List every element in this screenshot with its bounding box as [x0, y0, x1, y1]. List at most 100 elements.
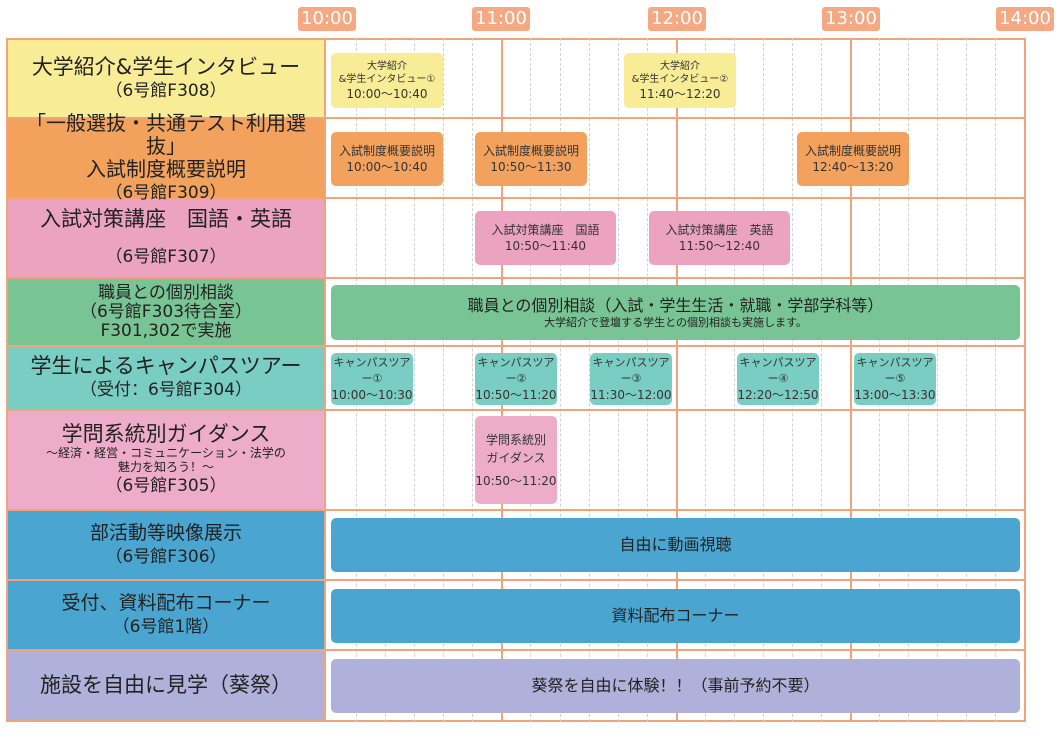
event-prep-japanese[interactable]: 入試対策講座 国語 10:50～11:40 — [475, 211, 616, 265]
event-exam-1[interactable]: 入試制度概要説明 10:00～10:40 — [331, 132, 443, 186]
row-label-guidance: 学問系統別ガイダンス ～経済・経営・コミュニケーション・法学の 魅力を知ろう！～… — [8, 410, 324, 510]
event-exam-3[interactable]: 入試制度概要説明 12:40～13:20 — [797, 132, 909, 186]
event-festival[interactable]: 葵祭を自由に体験！！（事前予約不要） — [331, 659, 1020, 713]
event-tour-5[interactable]: キャンパスツアー⑤ 13:00～13:30 — [854, 353, 936, 405]
event-time: 10:00～10:40 — [346, 86, 428, 101]
event-tour-4[interactable]: キャンパスツアー④ 12:20～12:50 — [737, 353, 819, 405]
event-title: 職員との個別相談（入試・学生生活・就職・学部学科等） — [467, 295, 884, 315]
event-prep-english[interactable]: 入試対策講座 英語 11:50～12:40 — [649, 211, 790, 265]
event-tour-1[interactable]: キャンパスツアー① 10:00～10:30 — [331, 353, 413, 405]
time-tick-10: 10:00 — [298, 7, 356, 31]
row-bg-guidance — [8, 410, 324, 510]
row-label-video: 部活動等映像展示 （6号館F306） — [8, 510, 324, 580]
event-tour-2[interactable]: キャンパスツアー② 10:50～11:20 — [475, 353, 557, 405]
event-title: キャンパスツアー⑤ — [856, 356, 934, 385]
row-label-prep: 入試対策講座 国語・英語 （6号館F307） — [8, 198, 324, 278]
event-time: 11:30～12:00 — [590, 388, 672, 402]
row-title: 大学紹介&学生インタビュー — [31, 55, 301, 79]
row-title: 受付、資料配布コーナー — [61, 592, 271, 614]
row-title: 入試対策講座 国語・英語 — [40, 207, 292, 231]
event-intro-1[interactable]: 大学紹介 &学生インタビュー① 10:00～10:40 — [331, 53, 443, 108]
minor-gridline — [414, 38, 415, 722]
event-title: 入試制度概要説明 — [804, 144, 901, 158]
minor-gridline — [560, 38, 561, 722]
row-room: （6号館1階） — [112, 617, 220, 637]
time-tick-12: 12:00 — [648, 7, 706, 31]
event-title: 学問系統別 ガイダンス — [485, 433, 546, 465]
minor-gridline — [821, 38, 822, 722]
event-title: 資料配布コーナー — [611, 606, 740, 625]
row-room: （6号館F306） — [105, 547, 227, 567]
row-bg-video — [8, 510, 324, 580]
row-room: （受付：6号館F304） — [79, 380, 253, 400]
event-tour-3[interactable]: キャンパスツアー③ 11:30～12:00 — [590, 353, 672, 405]
event-time: 11:50～12:40 — [678, 239, 761, 253]
event-title: 大学紹介 &学生インタビュー② — [631, 60, 729, 85]
row-subtitle: ～経済・経営・コミュニケーション・法学の 魅力を知ろう！～ — [46, 446, 286, 474]
event-video[interactable]: 自由に動画視聴 — [331, 518, 1020, 572]
minor-gridline — [589, 38, 590, 722]
row-bg-intro — [8, 40, 324, 118]
event-title: 入試制度概要説明 — [482, 144, 579, 158]
event-exam-2[interactable]: 入試制度概要説明 10:50～11:30 — [475, 132, 587, 186]
minor-gridline — [966, 38, 967, 722]
event-title: 自由に動画視聴 — [619, 535, 732, 554]
event-title: キャンパスツアー④ — [739, 356, 817, 385]
event-time: 10:50～11:40 — [504, 239, 587, 253]
row-title: 職員との個別相談 （6号館F303待合室） F301,302で実施 — [79, 282, 253, 341]
event-time: 10:00～10:30 — [331, 388, 413, 402]
row-label-festival: 施設を自由に見学（葵祭） — [8, 650, 324, 720]
event-consultation[interactable]: 職員との個別相談（入試・学生生活・就職・学部学科等） 大学紹介で登壇する学生との… — [331, 285, 1020, 340]
row-separator — [6, 197, 1026, 199]
row-bg-prep — [8, 198, 324, 278]
event-time: 11:40～12:20 — [639, 86, 721, 101]
row-label-tour: 学生によるキャンパスツアー （受付：6号館F304） — [8, 346, 324, 410]
event-guidance[interactable]: 学問系統別 ガイダンス 10:50～11:20 — [475, 416, 557, 504]
minor-gridline — [472, 38, 473, 722]
minor-gridline — [995, 38, 996, 722]
row-separator — [6, 117, 1026, 119]
event-time: 10:50～11:20 — [475, 388, 557, 402]
row-room: （6号館F307） — [105, 247, 227, 267]
row-title: 施設を自由に見学（葵祭） — [40, 673, 292, 697]
event-title: キャンパスツアー② — [477, 356, 555, 385]
hour-gridline-13 — [850, 38, 852, 722]
event-time: 13:00～13:30 — [854, 388, 936, 402]
row-bg-exam — [8, 118, 324, 198]
row-title: 学生によるキャンパスツアー — [30, 354, 302, 378]
row-bg-tour — [8, 346, 324, 410]
row-label-consult: 職員との個別相談 （6号館F303待合室） F301,302で実施 — [8, 278, 324, 346]
event-materials[interactable]: 資料配布コーナー — [331, 589, 1020, 643]
row-label-materials: 受付、資料配布コーナー （6号館1階） — [8, 580, 324, 650]
row-label-exam: 「一般選抜・共通テスト利用選抜」 入試制度概要説明 （6号館F309） — [8, 111, 324, 203]
row-title: 学問系統別ガイダンス — [61, 422, 271, 446]
time-tick-14: 14:00 — [996, 7, 1054, 31]
row-separator — [6, 345, 1026, 347]
row-bg-consult — [8, 278, 324, 346]
event-title: 入試制度概要説明 — [338, 144, 435, 158]
event-time: 10:50～11:30 — [490, 160, 572, 174]
event-title: キャンパスツアー③ — [592, 356, 670, 385]
event-intro-2[interactable]: 大学紹介 &学生インタビュー② 11:40～12:20 — [624, 53, 736, 108]
row-separator — [6, 277, 1026, 279]
event-title: 入試対策講座 英語 — [665, 223, 774, 237]
time-tick-13: 13:00 — [822, 7, 880, 31]
event-title: 葵祭を自由に体験！！（事前予約不要） — [531, 676, 820, 695]
row-separator — [6, 509, 1026, 511]
row-room: （6号館F309） — [105, 182, 227, 203]
event-title: キャンパスツアー① — [333, 356, 411, 385]
event-time: 12:20～12:50 — [737, 388, 819, 402]
event-title: 大学紹介 &学生インタビュー① — [338, 60, 436, 85]
hour-gridline-12 — [676, 38, 678, 722]
row-separator — [6, 649, 1026, 651]
row-bg-materials — [8, 580, 324, 650]
minor-gridline — [734, 38, 735, 722]
label-column-divider — [324, 38, 326, 722]
event-time: 10:50～11:20 — [475, 474, 557, 488]
row-title: 「一般選抜・共通テスト利用選抜」 入試制度概要説明 — [26, 110, 306, 181]
event-note: 大学紹介で登壇する学生との個別相談も実施します。 — [544, 315, 807, 329]
row-room: （6号館F308） — [105, 81, 227, 101]
row-label-intro: 大学紹介&学生インタビュー （6号館F308） — [8, 40, 324, 118]
row-bg-festival — [8, 650, 324, 720]
minor-gridline — [705, 38, 706, 722]
